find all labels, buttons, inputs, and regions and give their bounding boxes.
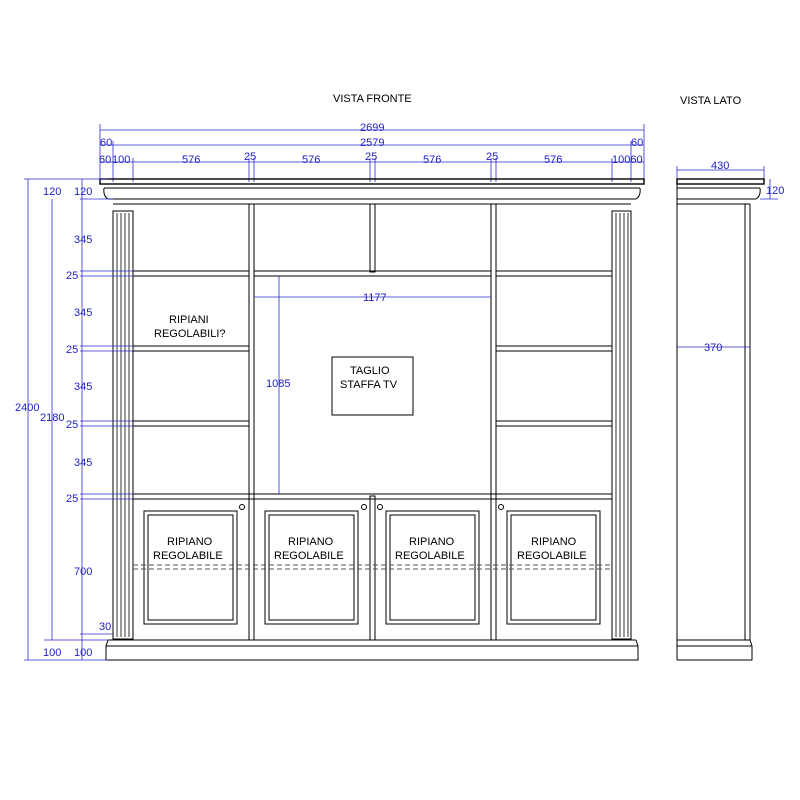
dim-shelf-1: 345 — [74, 234, 92, 246]
label-tv-line2: STAFFA TV — [340, 379, 398, 391]
label-door3-line1: RIPIANO — [409, 536, 455, 548]
dim-body-height: 2180 — [40, 412, 64, 424]
label-door3-line2: REGOLABILE — [395, 550, 465, 562]
dim-side-body: 370 — [704, 342, 722, 354]
dim-bay-1: 576 — [182, 154, 200, 166]
dim-thick-3: 25 — [66, 419, 78, 431]
dim-thick-2: 25 — [66, 344, 78, 356]
dim-shelf-4: 345 — [74, 457, 92, 469]
dim-post-2: 25 — [365, 151, 377, 163]
dim-overhang-left: 60 — [100, 137, 112, 149]
front-labels: RIPIANI REGOLABILI? TAGLIO STAFFA TV RIP… — [153, 314, 587, 562]
tv-dimensions: 1177 1085 — [254, 276, 491, 494]
label-shelves-q-line1: RIPIANI — [169, 314, 209, 326]
front-view-title: VISTA FRONTE — [333, 93, 412, 105]
dim-top-120-a: 120 — [43, 186, 61, 198]
side-view-title: VISTA LATO — [680, 95, 742, 107]
dim-bay-2: 576 — [302, 154, 320, 166]
dim-seg-60: 60 — [99, 154, 111, 166]
dim-plinth-30: 30 — [99, 621, 111, 633]
dim-base-height: 700 — [74, 566, 92, 578]
dim-post-1: 25 — [244, 151, 256, 163]
dim-post-3: 25 — [486, 151, 498, 163]
dim-bottom-100-b: 100 — [74, 647, 92, 659]
dim-side-top: 120 — [766, 185, 784, 197]
dim-tv-width: 1177 — [363, 292, 387, 304]
dim-tv-height: 1085 — [266, 378, 290, 390]
dim-bay-3: 576 — [423, 154, 441, 166]
label-door1-line2: REGOLABILE — [153, 550, 223, 562]
dim-shelf-3: 345 — [74, 381, 92, 393]
dim-total-width: 2699 — [360, 122, 384, 134]
dim-overhang-right: 60 — [631, 137, 643, 149]
label-door4-line2: REGOLABILE — [517, 550, 587, 562]
base-doors — [143, 504, 601, 625]
label-tv-line1: TAGLIO — [350, 365, 390, 377]
label-door1-line1: RIPIANO — [167, 536, 213, 548]
label-door2-line2: REGOLABILE — [274, 550, 344, 562]
dim-thick-1: 25 — [66, 270, 78, 282]
tv-bracket-cutout — [331, 356, 414, 416]
dim-side-depth: 430 — [711, 160, 729, 172]
dim-total-height: 2400 — [15, 402, 39, 414]
label-shelves-q-line2: REGOLABILI? — [154, 328, 226, 340]
left-dimensions: 2400 2180 120 120 345 25 345 25 345 25 3… — [15, 178, 133, 661]
dim-top-120-b: 120 — [74, 186, 92, 198]
label-door2-line1: RIPIANO — [288, 536, 334, 548]
dim-bottom-100-a: 100 — [43, 647, 61, 659]
top-dimensions: 2699 60 2579 60 60 100 576 25 576 25 576… — [99, 122, 645, 182]
dim-bay-4: 576 — [544, 154, 562, 166]
dim-thick-4: 25 — [66, 493, 78, 505]
dim-seg-100: 100 — [112, 154, 130, 166]
label-door4-line1: RIPIANO — [531, 536, 577, 548]
dim-inner-width: 2579 — [360, 137, 384, 149]
side-view: 430 120 370 — [676, 160, 784, 661]
dim-right-pair: 10060 — [612, 154, 643, 166]
dim-shelf-2: 345 — [74, 307, 92, 319]
front-view — [99, 178, 645, 661]
